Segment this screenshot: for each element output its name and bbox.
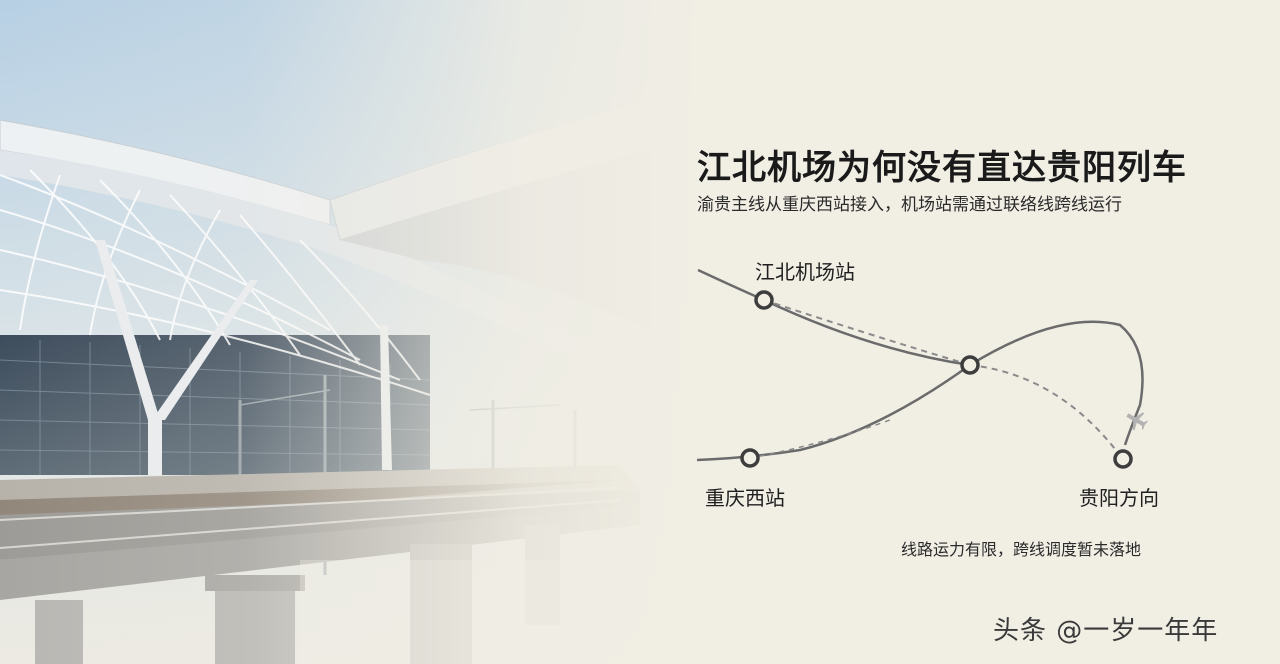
page-subtitle: 渝贵主线从重庆西站接入，机场站需通过联络线跨线运行: [697, 195, 1122, 215]
plane-icon: [1126, 412, 1149, 431]
dashed-route-airport: [763, 299, 971, 366]
station-marker-chongqing: [740, 448, 760, 468]
station-marker-junction: [960, 355, 980, 375]
station-label-chongqing-west: 重庆西站: [705, 486, 785, 510]
dashed-route-guiyang: [969, 364, 1123, 459]
watermark: 头条 @一岁一年年: [993, 616, 1219, 646]
page-title: 江北机场为何没有直达贵阳列车: [697, 148, 1187, 188]
station-marker-guiyang: [1113, 449, 1133, 469]
station-photo: [0, 0, 700, 664]
station-label-guiyang: 贵阳方向: [1079, 486, 1159, 510]
capacity-note: 线路运力有限，跨线调度暂未落地: [901, 540, 1142, 559]
station-label-airport: 江北机场站: [755, 260, 855, 284]
dashed-route-chongqing: [749, 419, 891, 459]
route-map: [696, 268, 1149, 469]
lower-line: [696, 363, 971, 462]
station-marker-airport: [754, 290, 774, 310]
